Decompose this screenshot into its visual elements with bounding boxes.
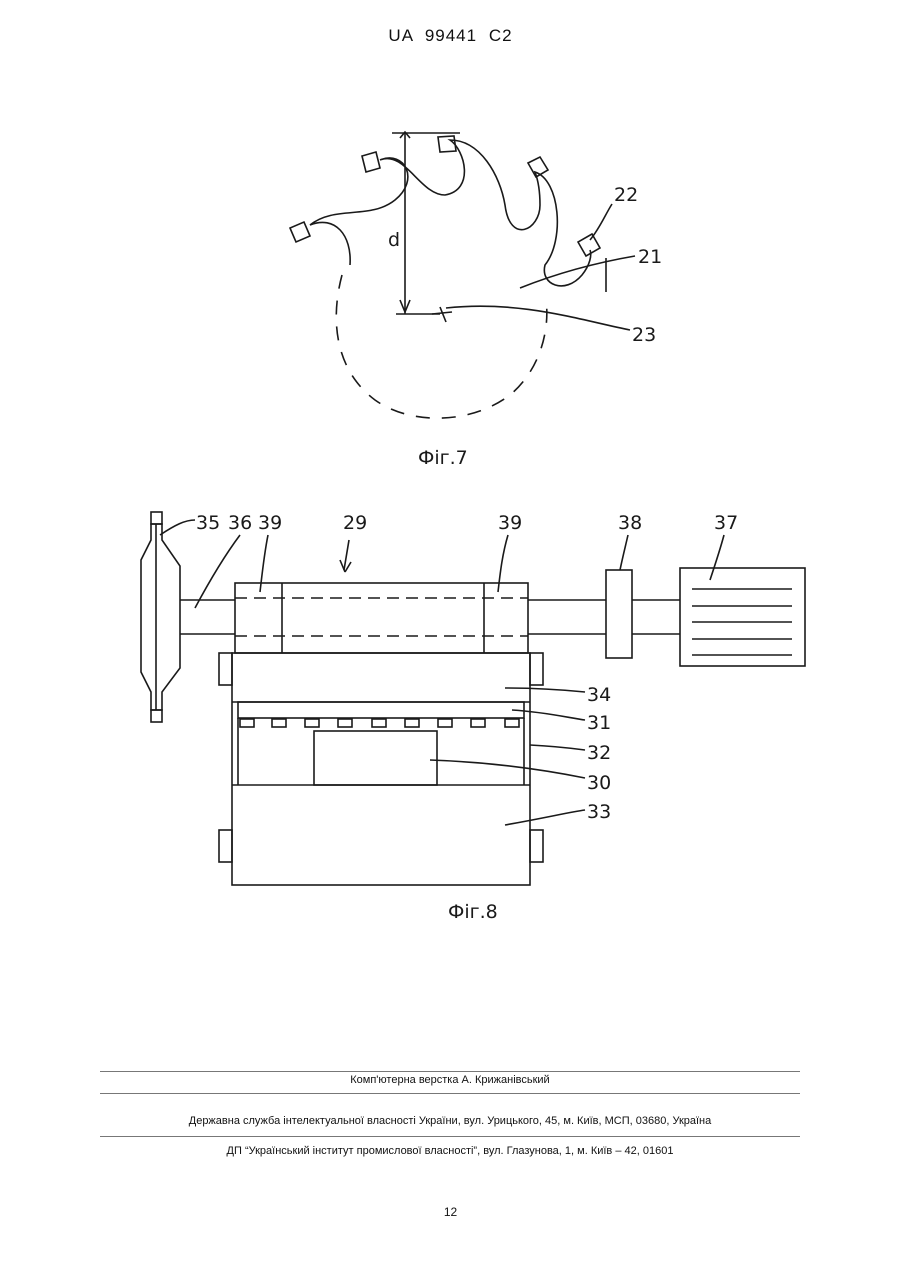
label-d: d	[388, 229, 400, 251]
tooth	[438, 136, 456, 152]
fig8-caption: Фіг.8	[448, 901, 498, 923]
block-30	[314, 731, 437, 785]
leader-23	[446, 306, 630, 330]
label-23: 23	[632, 324, 656, 346]
leader-21	[520, 256, 635, 288]
label-39-left: 39	[258, 512, 282, 534]
figure-8	[141, 512, 805, 885]
figure-7	[290, 132, 635, 418]
fig7-caption: Фіг.7	[418, 447, 468, 469]
label-29: 29	[343, 512, 367, 534]
footer-rule-top	[100, 1071, 800, 1072]
label-34: 34	[587, 684, 611, 706]
footer-composer: Комп'ютерна верстка А. Крижанівський	[100, 1074, 800, 1086]
tooth	[362, 152, 380, 172]
label-30: 30	[587, 772, 611, 794]
footer-rule-bottom	[100, 1136, 800, 1137]
label-32: 32	[587, 742, 611, 764]
dashed-circle	[336, 275, 547, 418]
label-39-right: 39	[498, 512, 522, 534]
frame-32	[232, 653, 530, 885]
footer-institute: ДП “Український інститут промислової вла…	[100, 1145, 800, 1157]
label-33: 33	[587, 801, 611, 823]
motor-37	[680, 568, 805, 666]
leader-22	[590, 204, 612, 240]
label-31: 31	[587, 712, 611, 734]
label-21: 21	[638, 246, 662, 268]
label-22: 22	[614, 184, 638, 206]
coupling-38	[606, 570, 632, 658]
pulley	[141, 524, 180, 710]
tooth	[578, 234, 600, 256]
page-number: 12	[0, 1205, 901, 1219]
tooth	[290, 222, 310, 242]
label-37: 37	[714, 512, 738, 534]
drawing-sheet: d 22 21 23 Фіг.7	[0, 0, 901, 1000]
footer-agency: Державна служба інтелектуальної власност…	[100, 1115, 800, 1127]
label-38: 38	[618, 512, 642, 534]
footer-rule-middle	[100, 1093, 800, 1094]
label-35: 35	[196, 512, 220, 534]
label-36: 36	[228, 512, 252, 534]
plate-31	[238, 702, 524, 718]
profile-curve	[310, 140, 591, 286]
